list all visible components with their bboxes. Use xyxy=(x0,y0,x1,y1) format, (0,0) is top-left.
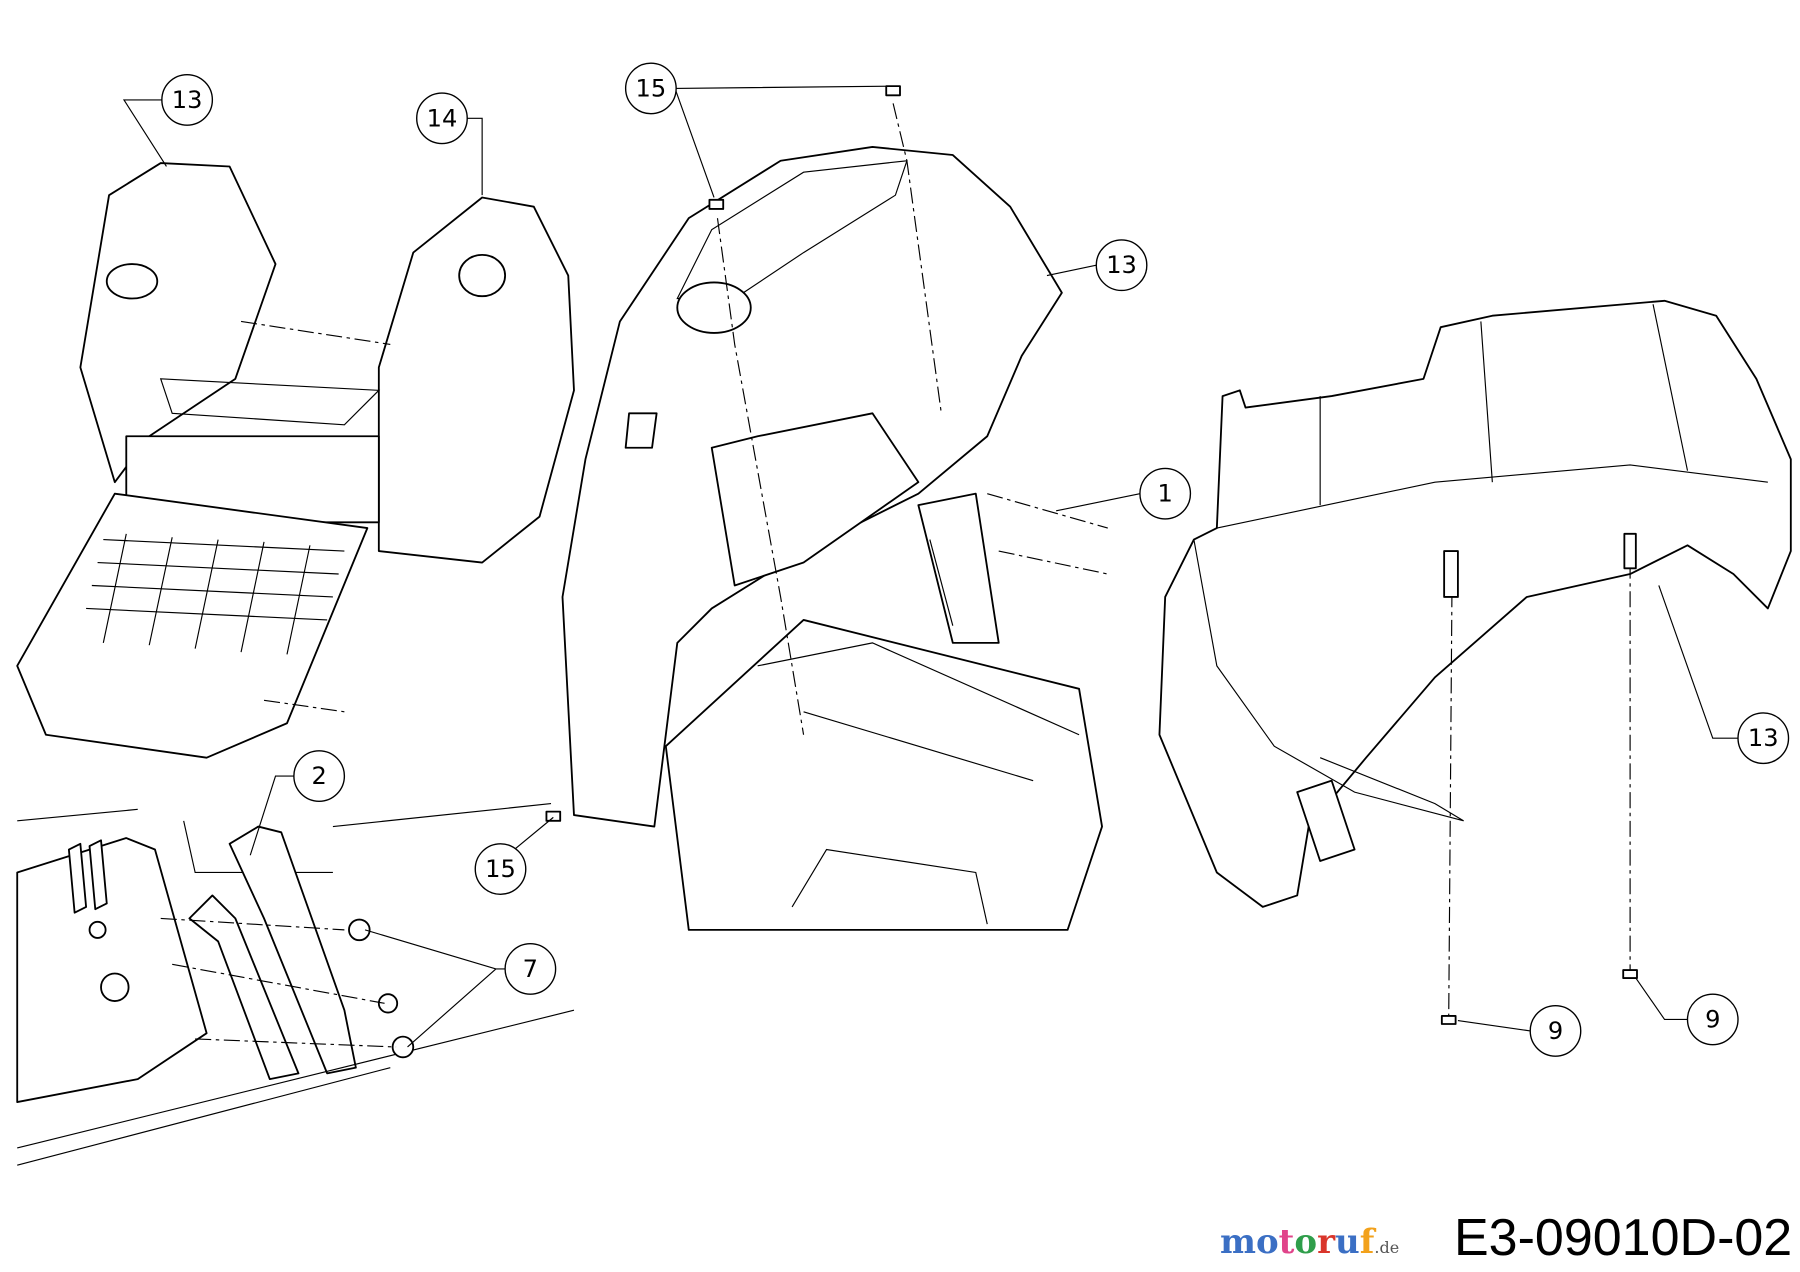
leader-lines xyxy=(122,85,1739,1048)
callout-2: 2 xyxy=(293,750,346,802)
callout-13-right: 13 xyxy=(1737,712,1790,765)
callout-13-center: 13 xyxy=(1095,239,1148,292)
watermark-letter: o xyxy=(1294,1222,1318,1262)
callout-15-bottom: 15 xyxy=(474,843,527,895)
watermark-letter: m xyxy=(1220,1222,1256,1262)
callout-9-right: 9 xyxy=(1686,993,1739,1046)
callout-13-top-left: 13 xyxy=(161,73,214,126)
svg-text:15: 15 xyxy=(636,74,667,102)
callout-14: 14 xyxy=(416,92,468,145)
svg-text:13: 13 xyxy=(1748,724,1779,752)
watermark-letter: f xyxy=(1359,1222,1375,1262)
svg-text:13: 13 xyxy=(1106,251,1137,279)
watermark-letter: r xyxy=(1317,1222,1335,1262)
callout-15-top: 15 xyxy=(624,62,677,115)
svg-text:9: 9 xyxy=(1705,1005,1720,1033)
floor-grid xyxy=(86,533,345,655)
svg-text:15: 15 xyxy=(485,855,516,883)
watermark-letter: t xyxy=(1278,1222,1295,1262)
right-fender-detail xyxy=(1158,299,1792,1016)
svg-text:7: 7 xyxy=(523,955,538,983)
svg-text:13: 13 xyxy=(172,86,203,114)
callout-1: 1 xyxy=(1139,467,1192,520)
drawing-code: E3-09010D-02 xyxy=(1454,1209,1793,1267)
watermark-letter: u xyxy=(1335,1222,1360,1262)
watermark-letter: o xyxy=(1255,1222,1279,1262)
svg-text:2: 2 xyxy=(311,762,326,790)
callout-9-left: 9 xyxy=(1529,1004,1582,1057)
bracket-detail xyxy=(16,803,575,1166)
callout-7: 7 xyxy=(504,942,557,995)
svg-text:14: 14 xyxy=(427,104,458,132)
overview-assembly xyxy=(16,162,575,759)
watermark-suffix: .de xyxy=(1374,1238,1400,1257)
watermark-logo: motoruf.de xyxy=(1220,1220,1399,1270)
svg-text:9: 9 xyxy=(1548,1017,1563,1045)
screws xyxy=(545,85,1638,1025)
center-fender-detail xyxy=(561,103,1108,931)
svg-text:1: 1 xyxy=(1158,480,1173,508)
